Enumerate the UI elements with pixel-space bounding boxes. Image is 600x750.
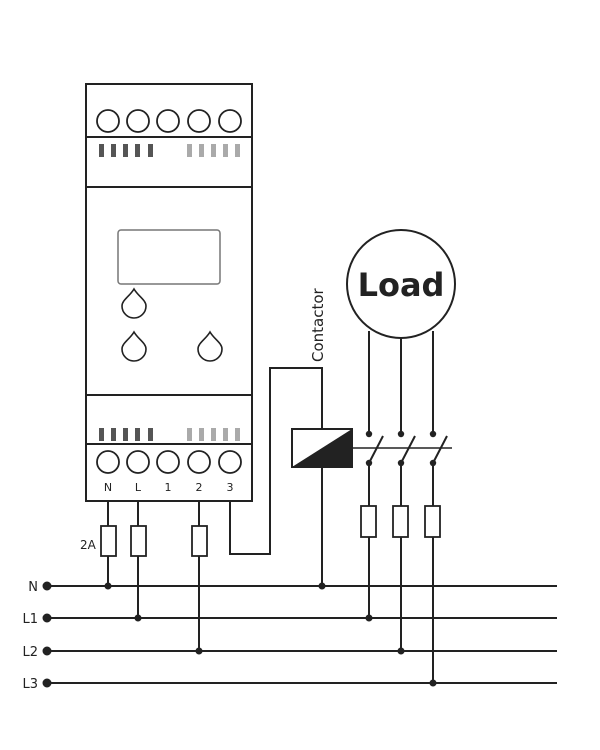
terminal-label-l: L (135, 481, 142, 494)
contactor-coil-fill (292, 429, 352, 467)
terminal-label-3: 3 (227, 481, 234, 494)
contactor-label: Contactor (309, 287, 327, 362)
top-terminal-screw (126, 109, 150, 133)
relay-wiring (107, 367, 323, 651)
top-terminals (96, 109, 242, 133)
terminal-label-n: N (104, 481, 112, 494)
bottom-indicator-bars (99, 428, 240, 441)
bottom-terminal-screw (156, 450, 180, 474)
terminal-label-2: 2 (196, 481, 203, 494)
line-l1-terminal (42, 613, 52, 623)
relay-housing (85, 83, 253, 502)
top-terminal-screw (96, 109, 120, 133)
line-n-terminal (42, 581, 52, 591)
contactor (291, 428, 353, 590)
contact-blade (368, 435, 384, 464)
fuse-l (130, 525, 147, 557)
bottom-terminal-screw (218, 450, 242, 474)
bottom-terminals (96, 450, 242, 474)
relay-display (117, 229, 221, 285)
contactor-junction (318, 582, 326, 590)
relay-junctions (104, 582, 203, 655)
load-junctions (365, 614, 437, 687)
line-label-l3: L3 (22, 677, 38, 692)
load-label: Load (358, 266, 445, 304)
contact-blade (400, 435, 416, 464)
load-fuses (360, 505, 441, 538)
adjust-knob-icon (121, 287, 147, 319)
bottom-terminal-screw (126, 450, 150, 474)
top-indicator-bars (99, 144, 240, 157)
line-l3-terminal (42, 678, 52, 688)
terminal-label-1: 1 (165, 481, 172, 494)
fuse-load-l1 (360, 505, 377, 538)
top-terminal-screw (187, 109, 211, 133)
adjust-knob-icon (121, 330, 147, 362)
top-terminal-screw (218, 109, 242, 133)
line-label-l2: L2 (22, 645, 38, 660)
relay-module (85, 83, 253, 502)
adjust-knob-icon (197, 330, 223, 362)
load-wiring (352, 331, 452, 683)
line-l2-terminal (42, 646, 52, 656)
load: Load (346, 229, 456, 339)
bottom-terminal-screw (187, 450, 211, 474)
contact-points (365, 430, 437, 467)
bottom-terminal-screw (96, 450, 120, 474)
top-terminal-screw (156, 109, 180, 133)
line-label-l1: L1 (22, 612, 38, 627)
supply-lines (42, 581, 557, 688)
line-label-n: N (28, 580, 38, 595)
contact-blade (432, 435, 448, 464)
fuse-load-l2 (392, 505, 409, 538)
fuse-load-l3 (424, 505, 441, 538)
fuse-2 (191, 525, 208, 557)
fuse-n (100, 525, 117, 557)
fuse-rating-label: 2A (80, 538, 97, 552)
relay-fuses (100, 525, 208, 557)
